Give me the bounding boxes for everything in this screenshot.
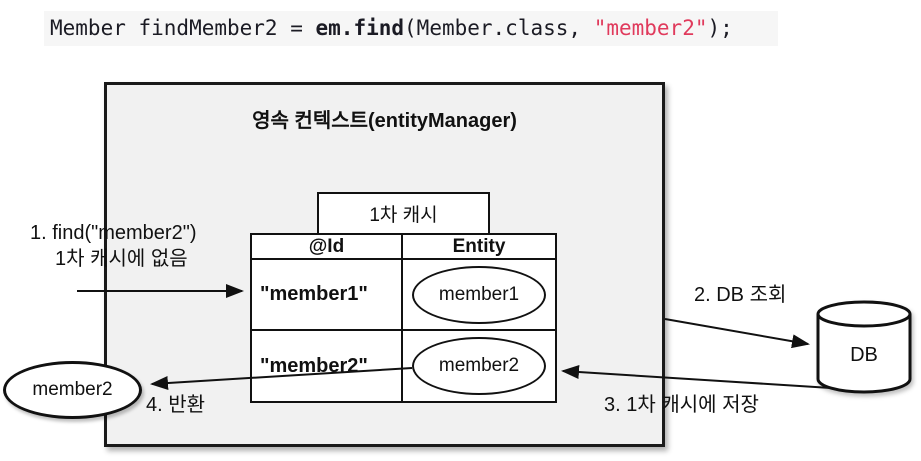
persistence-context-title: 영속 컨텍스트(entityManager) — [252, 110, 517, 132]
step-1-text: 1. find("member2") — [30, 222, 197, 244]
database-cylinder-icon: DB — [814, 298, 914, 396]
table-header-id: @Id — [252, 235, 403, 260]
cache-table: @Id Entity "member1" member1 "member2" m… — [250, 233, 557, 403]
entity-ellipse-member1: member1 — [412, 265, 546, 324]
step-label-1-find: 1. find("member2") 1차 캐시에 없음 — [30, 220, 196, 272]
code-string-member2: "member2" — [593, 16, 708, 40]
db-label: DB — [850, 344, 878, 366]
table-header-entity: Entity — [403, 235, 555, 260]
first-level-cache-label: 1차 캐시 — [317, 192, 490, 235]
result-entity-ellipse: member2 — [3, 361, 142, 419]
step-label-2-db-query: 2. DB 조회 — [694, 284, 787, 306]
table-cell-id-member2: "member2" — [252, 331, 403, 401]
step-label-3-store-cache: 3. 1차 캐시에 저장 — [604, 394, 759, 416]
code-text: ); — [707, 16, 733, 40]
table-cell-entity-member1: member1 — [403, 260, 555, 331]
entity-ellipse-member2: member2 — [412, 337, 546, 395]
arrow-2-db-query — [664, 318, 810, 349]
step-label-4-return: 4. 반환 — [146, 394, 206, 416]
table-cell-id-member1: "member1" — [252, 260, 403, 331]
step-1-subtext: 1차 캐시에 없음 — [55, 248, 188, 270]
table-cell-entity-member2: member2 — [403, 331, 555, 401]
code-snippet: Member findMember2 = em.find(Member.clas… — [44, 11, 778, 46]
code-method-emfind: em.find — [315, 16, 405, 40]
code-text: (Member.class, — [404, 16, 594, 40]
code-text: Member findMember2 = — [50, 16, 316, 40]
